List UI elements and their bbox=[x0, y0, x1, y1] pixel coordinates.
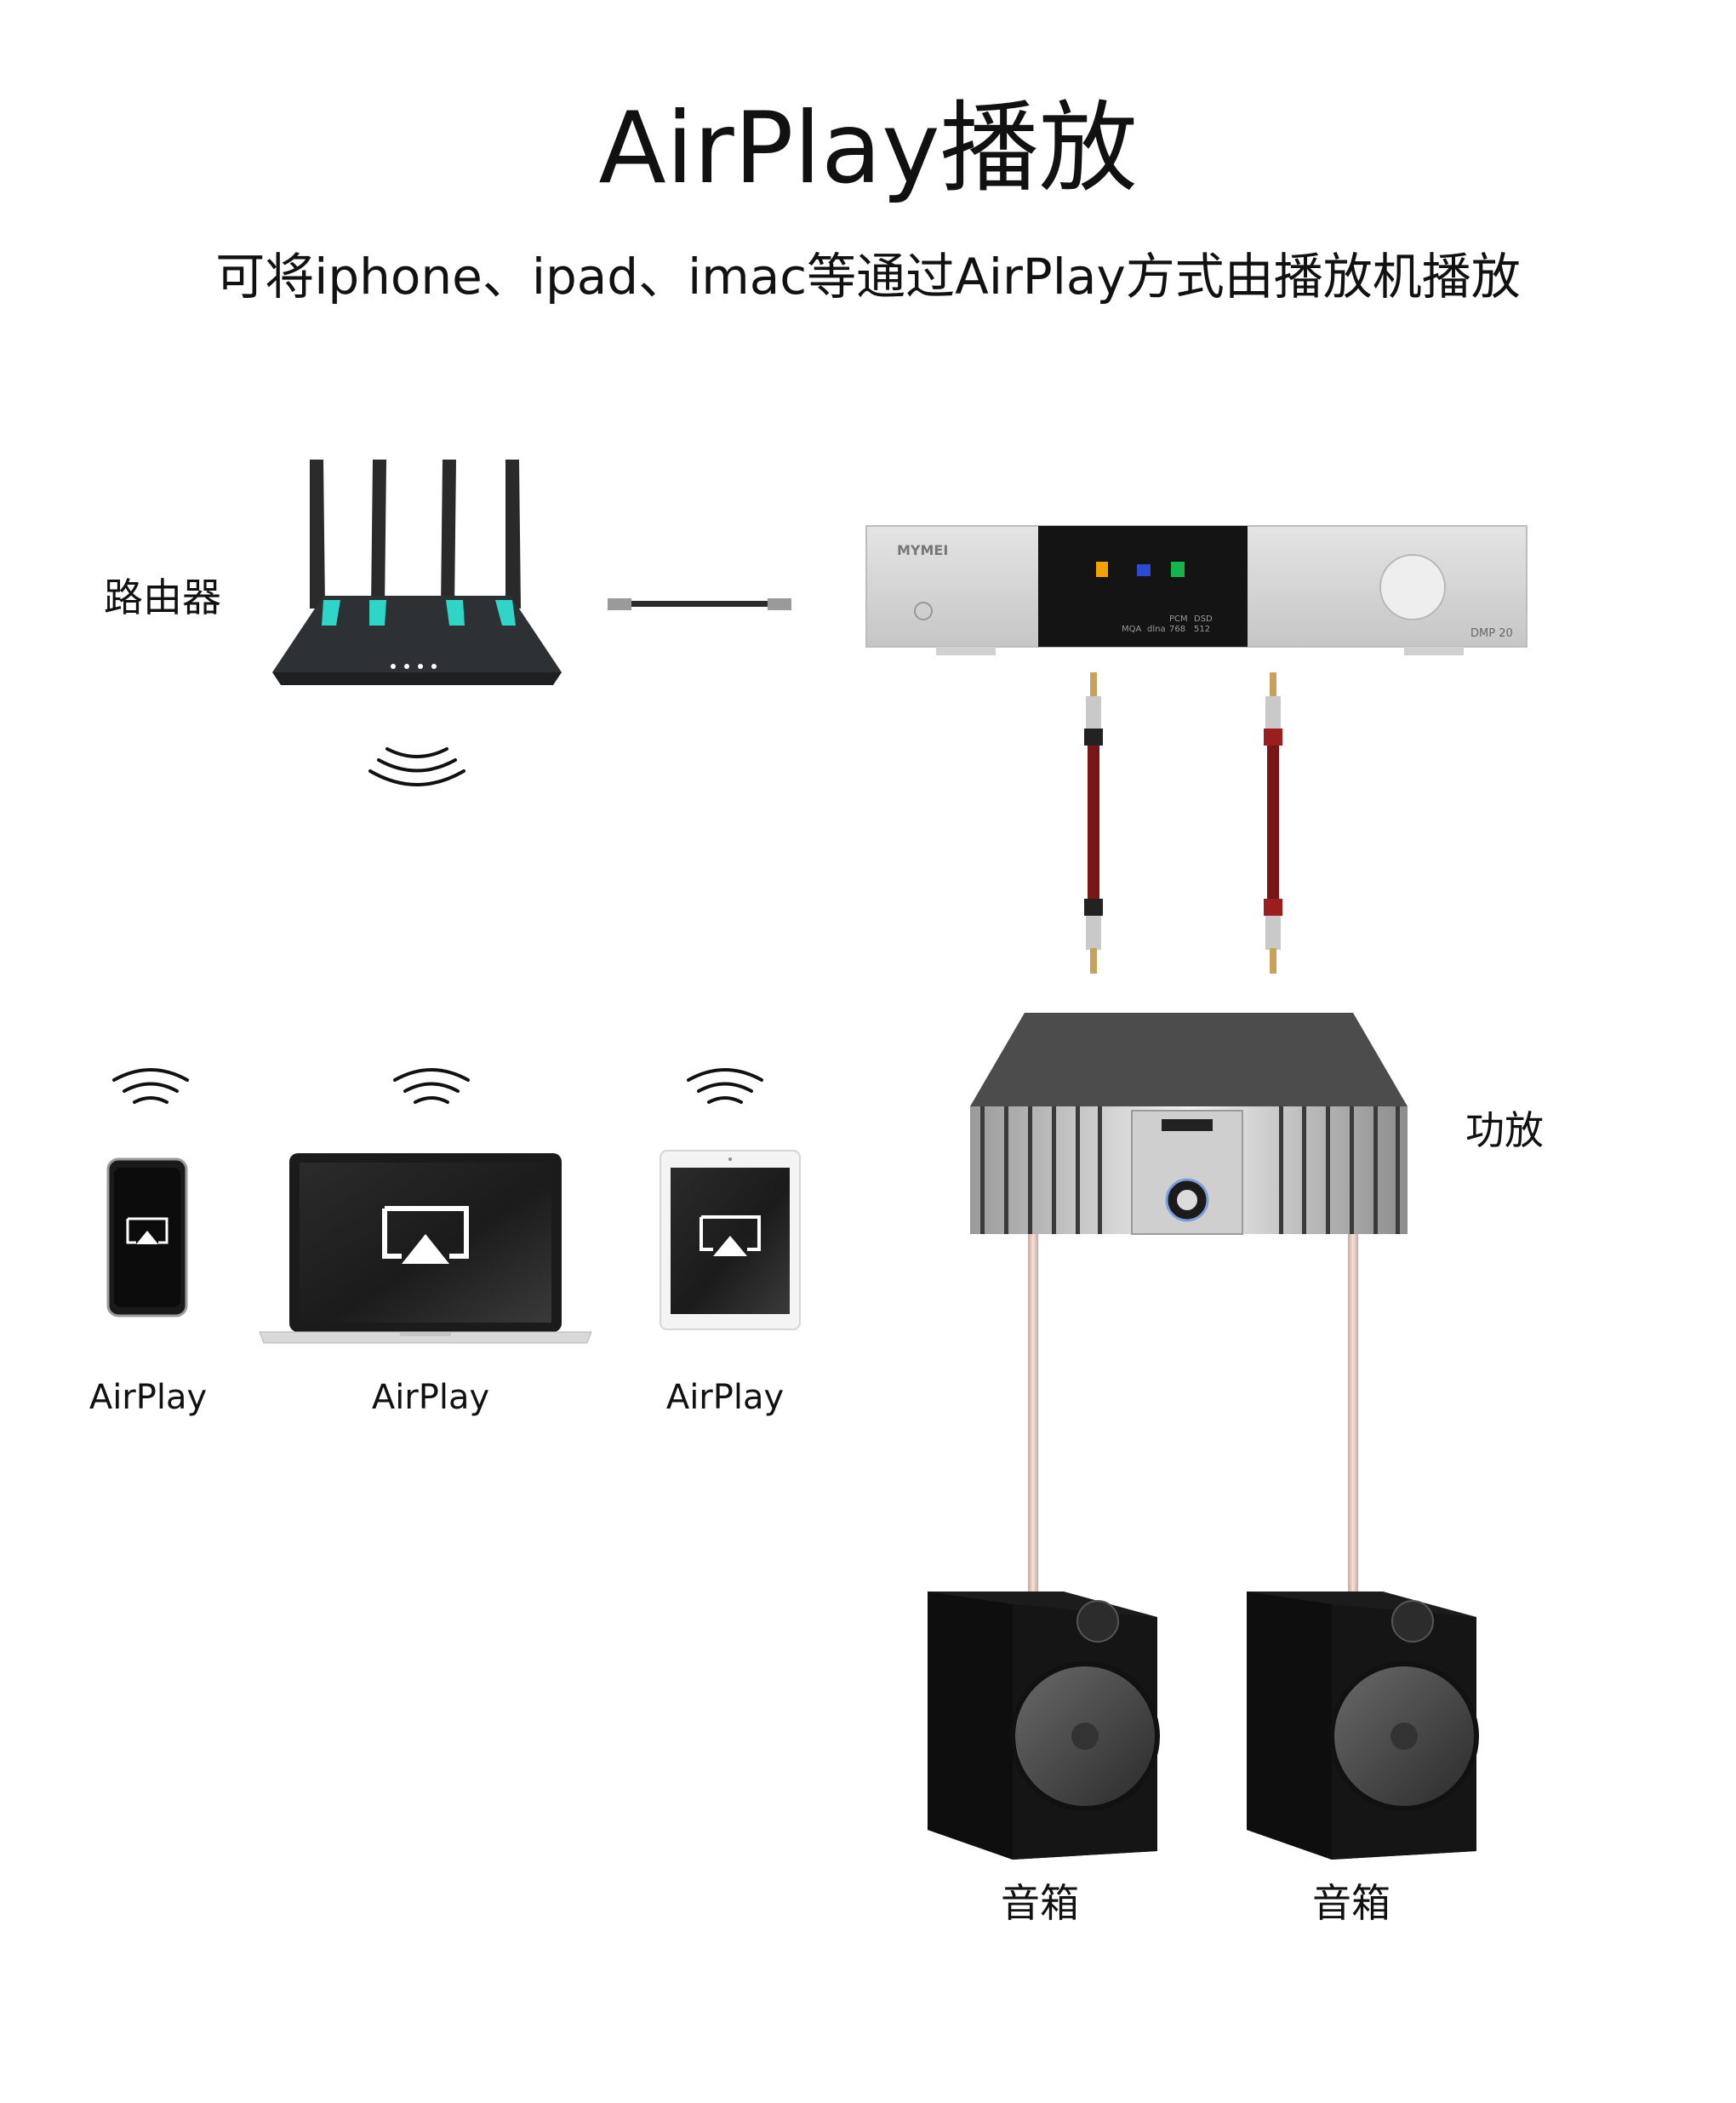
amp-fins bbox=[980, 1106, 1400, 1234]
speaker-right-label: 音箱 bbox=[1312, 1880, 1391, 1926]
tablet-airplay-label: AirPlay bbox=[665, 1378, 785, 1417]
rca-cable-icon bbox=[1084, 672, 1282, 974]
amp-label: 功放 bbox=[1465, 1107, 1544, 1153]
iphone-icon bbox=[106, 1157, 188, 1317]
svg-text:dlna: dlna bbox=[1147, 625, 1166, 634]
router-wifi-waves-icon bbox=[368, 747, 465, 786]
ipad-icon bbox=[660, 1150, 801, 1330]
speaker-wire-icon bbox=[1028, 1234, 1358, 1592]
rca-cable-left bbox=[1084, 672, 1103, 974]
speaker-left-icon bbox=[928, 1592, 1160, 1860]
page-subtitle: 可将iphone、ipad、imac等通过AirPlay方式由播放机播放 bbox=[215, 248, 1521, 306]
network-player-icon: MYMEI PCM 768 DSD 512 dlna MQA DMP 20 bbox=[865, 525, 1528, 655]
laptop-airplay-label: AirPlay bbox=[371, 1378, 490, 1417]
phone-airplay-icon bbox=[126, 1217, 168, 1244]
amplifier-icon bbox=[970, 1013, 1408, 1235]
svg-text:MQA: MQA bbox=[1122, 625, 1141, 634]
player-model: DMP 20 bbox=[1470, 627, 1513, 640]
svg-text:DSD: DSD bbox=[1194, 614, 1213, 624]
phone-wifi-waves-icon bbox=[112, 1068, 189, 1104]
router-icon bbox=[272, 460, 562, 685]
router-antennas bbox=[310, 460, 521, 609]
rca-cable-right bbox=[1264, 672, 1282, 974]
ethernet-cable-icon bbox=[608, 598, 791, 610]
speaker-left-label: 音箱 bbox=[1001, 1880, 1079, 1926]
tablet-airplay-icon bbox=[700, 1215, 761, 1256]
laptop-icon bbox=[259, 1153, 592, 1344]
svg-text:768: 768 bbox=[1169, 625, 1185, 634]
speaker-right-icon bbox=[1247, 1592, 1479, 1860]
phone-airplay-label: AirPlay bbox=[89, 1378, 208, 1417]
tablet-wifi-waves-icon bbox=[687, 1068, 763, 1104]
player-brand: MYMEI bbox=[897, 542, 948, 558]
page-title: AirPlay播放 bbox=[598, 91, 1138, 206]
laptop-wifi-waves-icon bbox=[393, 1068, 470, 1104]
svg-text:512: 512 bbox=[1194, 625, 1210, 634]
router-label: 路由器 bbox=[104, 574, 221, 620]
laptop-airplay-icon bbox=[382, 1206, 469, 1264]
svg-text:PCM: PCM bbox=[1169, 614, 1188, 624]
